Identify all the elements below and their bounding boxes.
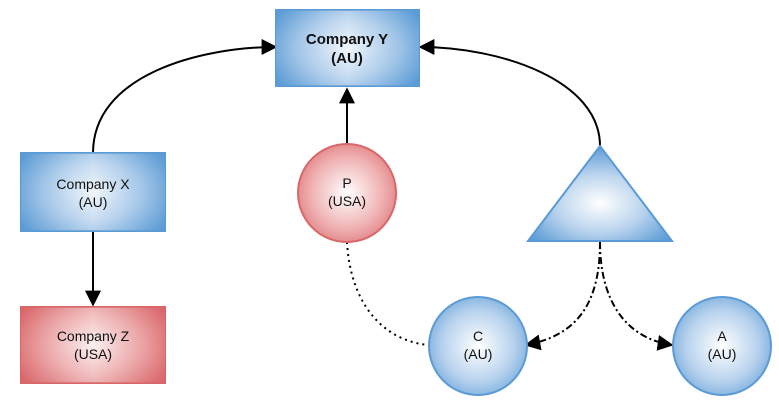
p-country: (USA) (328, 193, 366, 209)
node-trust-triangle (525, 144, 675, 242)
edge-trust-to-a (599, 241, 674, 351)
node-company-z: Company Z (USA) (20, 306, 166, 384)
c-country: (AU) (464, 346, 493, 362)
edge-trust-to-company-y (418, 39, 601, 147)
node-a: A (AU) (672, 296, 772, 396)
company-x-country: (AU) (79, 194, 108, 210)
company-z-country: (USA) (74, 346, 112, 362)
c-name: C (473, 328, 483, 344)
a-name: A (717, 328, 727, 344)
p-name: P (342, 175, 351, 191)
edges (85, 39, 674, 351)
node-company-y: Company Y (AU) (275, 9, 420, 87)
node-company-x: Company X (AU) (20, 152, 166, 232)
company-x-name: Company X (56, 176, 130, 192)
edge-p-to-c (346, 241, 429, 346)
a-country: (AU) (708, 346, 737, 362)
company-y-name: Company Y (306, 31, 388, 48)
company-y-country: (AU) (331, 50, 363, 67)
company-z-name: Company Z (57, 328, 130, 344)
edge-company-x-to-company-y (92, 39, 278, 154)
node-c: C (AU) (428, 296, 528, 396)
edge-trust-to-c (524, 241, 601, 351)
node-p: P (USA) (297, 143, 397, 243)
